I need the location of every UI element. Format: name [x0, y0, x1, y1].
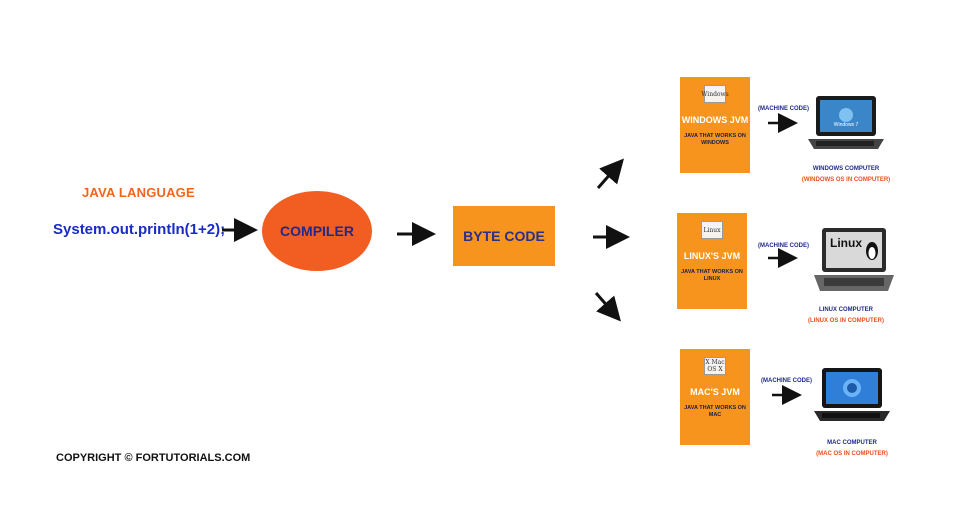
windows-logo-icon: Windows [701, 85, 729, 103]
windows-computer-os: (WINDOWS OS IN COMPUTER) [801, 177, 891, 183]
windows-laptop-icon: Windows 7 [808, 96, 884, 149]
compiler-label: COMPILER [280, 223, 354, 239]
mac-logo-icon: X Mac OS X [704, 357, 726, 375]
linux-logo-icon: Linux [701, 221, 723, 239]
linux-laptop-icon: Linux [814, 228, 894, 291]
copyright-text: COPYRIGHT © FORTUTORIALS.COM [56, 452, 251, 464]
compiler-ellipse: COMPILER [262, 191, 372, 271]
source-code-line: System.out.println(1+2); [53, 221, 226, 238]
linux-machine-code-label: (MACHINE CODE) [758, 243, 809, 249]
windows-screen-text: Windows 7 [834, 122, 859, 128]
windows-jvm-title: WINDOWS JVM [681, 115, 749, 125]
linux-jvm-subtitle: JAVA THAT WORKS ON LINUX [681, 269, 743, 282]
bytecode-box: BYTE CODE [453, 206, 555, 266]
arrow-to-mac-jvm [594, 292, 621, 322]
mac-computer-label: MAC COMPUTER [827, 440, 877, 446]
windows-jvm-subtitle: JAVA THAT WORKS ON WINDOWS [684, 133, 746, 146]
arrow-to-windows-jvm [596, 158, 624, 189]
windows-computer-label: WINDOWS COMPUTER [812, 166, 880, 172]
mac-laptop-icon [814, 368, 890, 421]
bytecode-label: BYTE CODE [463, 228, 545, 244]
mac-jvm-title: MAC'S JVM [690, 387, 740, 397]
mac-jvm-subtitle: JAVA THAT WORKS ON MAC [684, 405, 746, 418]
linux-computer-label: LINUX COMPUTER [819, 307, 873, 313]
mac-machine-code-label: (MACHINE CODE) [761, 378, 812, 384]
windows-jvm-box: Windows WINDOWS JVM JAVA THAT WORKS ON W… [680, 77, 750, 173]
linux-computer-os: (LINUX OS IN COMPUTER) [808, 318, 884, 324]
mac-computer-os: (MAC OS IN COMPUTER) [816, 451, 888, 457]
mac-jvm-box: X Mac OS X MAC'S JVM JAVA THAT WORKS ON … [680, 349, 750, 445]
windows-machine-code-label: (MACHINE CODE) [758, 106, 809, 112]
linux-jvm-box: Linux LINUX'S JVM JAVA THAT WORKS ON LIN… [677, 213, 747, 309]
linux-screen-text: Linux [830, 236, 862, 250]
linux-jvm-title: LINUX'S JVM [683, 251, 741, 261]
java-language-label: JAVA LANGUAGE [82, 185, 195, 200]
